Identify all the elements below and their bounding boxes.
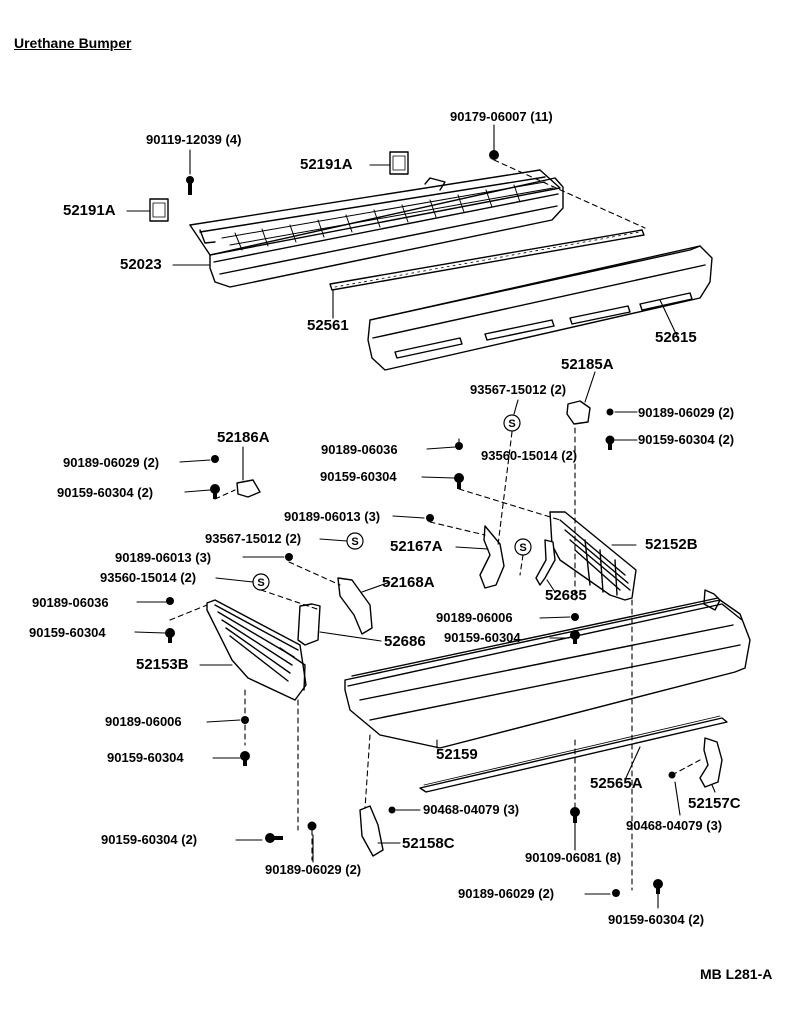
part-label-93560-15014-left: 93560-15014 (2) — [100, 570, 197, 585]
assembly-lines — [169, 159, 701, 891]
part-label-90468-04079-left: 90468-04079 (3) — [423, 802, 520, 817]
leader-lines — [126, 124, 716, 909]
part-label-90159-60304-right-lower: 90159-60304 — [444, 630, 521, 645]
part-label-90159-60304-left-lower: 90159-60304 — [29, 625, 106, 640]
molding-52565A — [419, 717, 728, 793]
part-label-52185A: 52185A — [561, 356, 614, 373]
part-label-52565A: 52565A — [590, 775, 643, 792]
part-label-52152B: 52152B — [645, 536, 698, 553]
diagram-code: MB L281-A — [700, 966, 773, 982]
part-label-90159-60304-bottom-right: 90159-60304 (2) — [608, 912, 705, 927]
part-label-52167A: 52167A — [390, 538, 443, 555]
part-label-52186A: 52186A — [217, 429, 270, 446]
svg-text:S: S — [508, 418, 515, 430]
part-label-52168A: 52168A — [382, 574, 435, 591]
svg-text:S: S — [257, 577, 264, 589]
absorber-52615 — [367, 245, 713, 371]
part-label-52159: 52159 — [436, 746, 478, 763]
part-label-90159-60304-right: 90159-60304 (2) — [638, 432, 735, 447]
bracket-52158C — [359, 805, 384, 857]
part-label-90109-06081: 90109-06081 (8) — [525, 850, 622, 865]
part-label-52153B: 52153B — [136, 656, 189, 673]
part-label-52158C: 52158C — [402, 835, 455, 852]
part-label-90159-60304-left: 90159-60304 (2) — [57, 485, 154, 500]
part-label-52157C: 52157C — [688, 795, 741, 812]
diagram-title: Urethane Bumper — [14, 35, 132, 51]
part-label-93560-15014-right: 93560-15014 (2) — [481, 448, 578, 463]
part-label-93567-15012-left: 93567-15012 (2) — [205, 531, 302, 546]
bracket-52168A — [337, 577, 373, 635]
bracket-52185A — [566, 400, 591, 425]
part-label-52615: 52615 — [655, 329, 697, 346]
clip-52191A-upper — [389, 151, 409, 175]
retainer-52561 — [329, 229, 645, 291]
bracket-52685 — [535, 539, 556, 586]
part-label-90189-06013-upper: 90189-06013 (3) — [284, 509, 381, 524]
part-label-90189-06006-right: 90189-06006 — [436, 610, 513, 625]
part-label-90468-04079-right: 90468-04079 (3) — [626, 818, 723, 833]
bracket-52186A — [236, 479, 261, 498]
part-label-52561: 52561 — [307, 317, 349, 334]
part-label-52686: 52686 — [384, 633, 426, 650]
side-retainer-52152B — [549, 511, 637, 601]
fasteners — [165, 150, 676, 897]
side-retainer-52153B — [206, 599, 307, 701]
svg-text:S: S — [351, 536, 358, 548]
bracket-52157C — [699, 737, 723, 788]
part-label-90179-06007: 90179-06007 (11) — [450, 109, 553, 124]
part-label-90189-06029-right: 90189-06029 (2) — [638, 405, 735, 420]
bracket-52686 — [297, 603, 321, 646]
clip-52191A-left — [149, 198, 169, 222]
part-label-90189-06029-bottom-left: 90189-06029 (2) — [265, 862, 362, 877]
part-label-90189-06036-center: 90189-06036 — [321, 442, 398, 457]
part-label-90189-06013-lower: 90189-06013 (3) — [115, 550, 212, 565]
part-label-90189-06036-left: 90189-06036 — [32, 595, 109, 610]
part-label-90159-60304-left-bottom: 90159-60304 — [107, 750, 184, 765]
part-label-52191A-upper: 52191A — [300, 156, 353, 173]
part-label-90189-06006-left: 90189-06006 — [105, 714, 182, 729]
part-label-90159-60304-bottom-left: 90159-60304 (2) — [101, 832, 198, 847]
part-label-52191A-left: 52191A — [63, 202, 116, 219]
sealant-s-glyphs: S S S S — [257, 418, 526, 589]
part-label-52023: 52023 — [120, 256, 162, 273]
reinforcement-52023 — [189, 169, 564, 288]
part-label-90159-60304-center: 90159-60304 — [320, 469, 397, 484]
part-label-52685: 52685 — [545, 587, 587, 604]
part-label-90189-06029-left: 90189-06029 (2) — [63, 455, 160, 470]
part-label-93567-15012-right: 93567-15012 (2) — [470, 382, 567, 397]
svg-text:S: S — [519, 542, 526, 554]
bracket-52167A — [479, 525, 505, 589]
part-label-90189-06029-bottom-right: 90189-06029 (2) — [458, 886, 555, 901]
part-label-90119-12039: 90119-12039 (4) — [146, 132, 242, 147]
bumper-cover-52159 — [344, 589, 751, 749]
